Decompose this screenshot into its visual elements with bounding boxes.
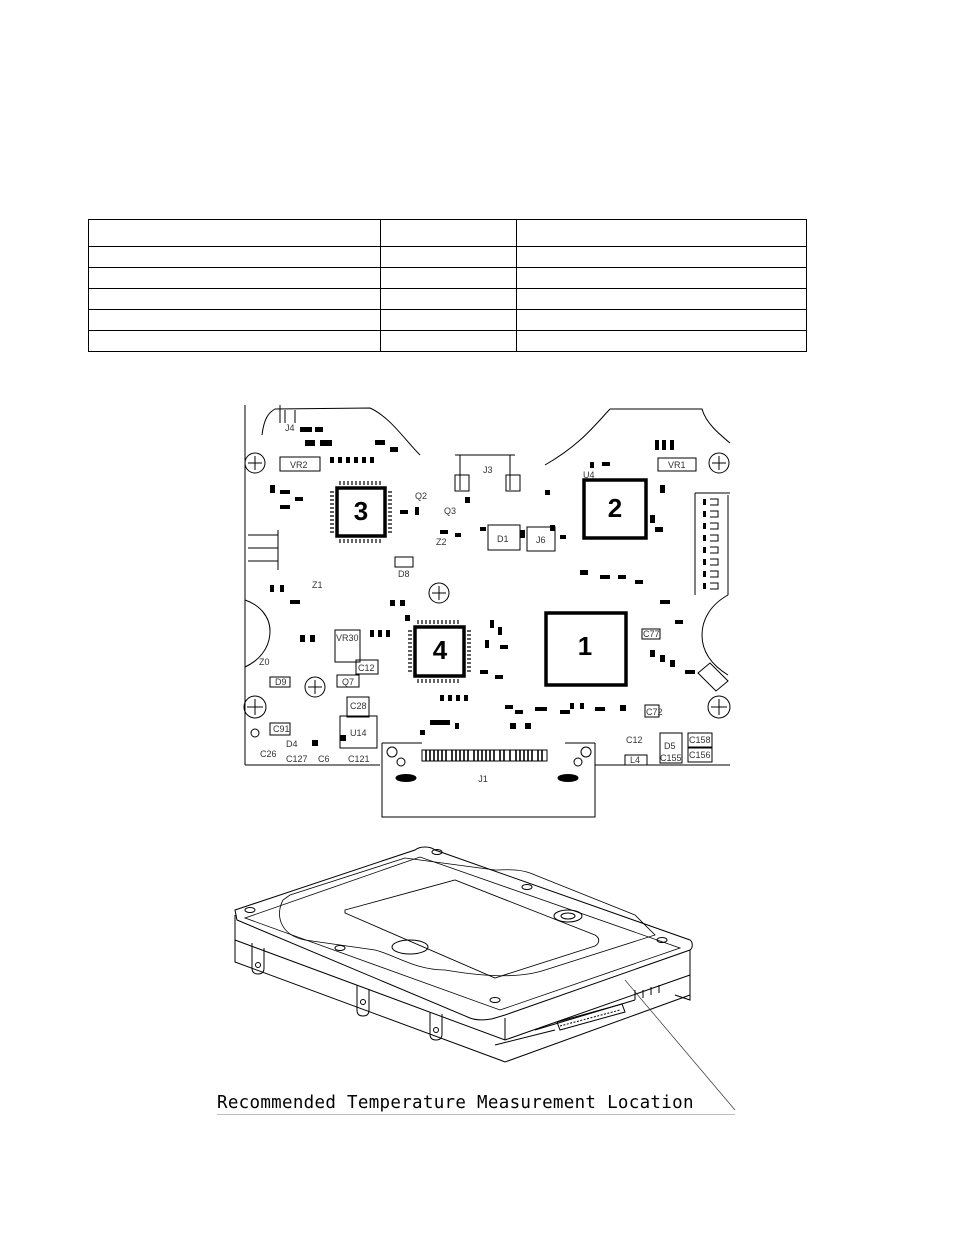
pcb-diagram: 3 2 4 1	[240, 405, 735, 820]
table-cell	[88, 330, 381, 352]
svg-text:C127: C127	[286, 754, 308, 764]
svg-text:U14: U14	[350, 728, 367, 738]
drive-interface-connector	[494, 985, 660, 1046]
mounting-screw-icons	[243, 452, 731, 738]
svg-text:D1: D1	[497, 534, 509, 544]
svg-text:J4: J4	[285, 423, 295, 433]
table-row	[88, 309, 807, 331]
table-cell	[516, 288, 807, 310]
svg-text:Q3: Q3	[444, 506, 456, 516]
table-header-row	[88, 219, 807, 247]
svg-text:D5: D5	[664, 741, 676, 751]
svg-text:C121: C121	[348, 754, 370, 764]
table-cell	[88, 288, 381, 310]
svg-text:Z0: Z0	[259, 657, 270, 667]
chip-1: 1	[544, 611, 628, 687]
svg-text:1: 1	[578, 631, 592, 661]
spec-table	[88, 219, 807, 352]
drive-top-cover	[234, 846, 693, 1021]
chip-3: 3	[330, 481, 392, 543]
svg-text:C158: C158	[689, 735, 711, 745]
table-cell	[516, 309, 807, 331]
hard-drive-illustration	[215, 840, 745, 1120]
svg-text:C12: C12	[626, 735, 643, 745]
table-cell	[380, 309, 517, 331]
table-row	[88, 330, 807, 352]
svg-text:Z2: Z2	[436, 537, 447, 547]
svg-text:C156: C156	[689, 750, 711, 760]
svg-text:Q2: Q2	[415, 491, 427, 501]
table-cell	[380, 330, 517, 352]
table-cell	[516, 246, 807, 268]
svg-text:J3: J3	[483, 465, 493, 475]
svg-text:Z1: Z1	[312, 580, 323, 590]
svg-text:VR2: VR2	[290, 460, 308, 470]
chip-2: 2	[582, 478, 648, 540]
svg-text:J6: J6	[536, 535, 546, 545]
table-header-cell	[380, 219, 517, 247]
svg-text:C6: C6	[318, 754, 330, 764]
passive-components	[270, 427, 695, 746]
table-row	[88, 288, 807, 310]
table-cell	[516, 330, 807, 352]
svg-text:2: 2	[608, 493, 622, 523]
svg-text:C77: C77	[643, 629, 660, 639]
table-row	[88, 246, 807, 268]
measurement-leader-line	[624, 979, 736, 1111]
caption-underline	[217, 1114, 735, 1115]
chip-4: 4	[408, 620, 471, 683]
measurement-location-caption: Recommended Temperature Measurement Loca…	[217, 1093, 694, 1113]
svg-text:D4: D4	[286, 739, 298, 749]
labeled-components: J4 VR2 VR1 J3 U4 Q2 Q3 Z2 D1 J6 D8 Z1 VR…	[248, 405, 729, 766]
svg-text:Q7: Q7	[342, 677, 354, 687]
svg-text:VR30: VR30	[336, 633, 359, 643]
table-header-cell	[516, 219, 807, 247]
svg-text:3: 3	[354, 496, 368, 526]
table-cell	[88, 246, 381, 268]
mounting-tabs	[251, 943, 443, 1041]
table-cell	[380, 288, 517, 310]
table-cell	[516, 267, 807, 289]
svg-text:D9: D9	[275, 677, 287, 687]
table-cell	[380, 246, 517, 268]
svg-text:J1: J1	[478, 774, 488, 784]
svg-text:C155: C155	[660, 753, 682, 763]
table-row	[88, 267, 807, 289]
drive-label-plate	[344, 879, 600, 979]
svg-text:4: 4	[433, 635, 448, 665]
table-header-cell	[88, 219, 381, 247]
svg-text:U4: U4	[583, 470, 595, 480]
table-cell	[380, 267, 517, 289]
board-outline	[244, 405, 731, 766]
svg-text:C12: C12	[358, 663, 375, 673]
right-connector	[694, 492, 730, 595]
svg-text:C72: C72	[646, 707, 663, 717]
svg-text:D8: D8	[398, 569, 410, 579]
svg-text:C26: C26	[260, 749, 277, 759]
svg-text:VR1: VR1	[668, 460, 686, 470]
svg-text:C91: C91	[273, 724, 290, 734]
j1-connector: J1	[381, 742, 596, 818]
table-cell	[88, 267, 381, 289]
svg-text:C28: C28	[350, 701, 367, 711]
table-cell	[88, 309, 381, 331]
svg-text:L4: L4	[630, 755, 640, 765]
